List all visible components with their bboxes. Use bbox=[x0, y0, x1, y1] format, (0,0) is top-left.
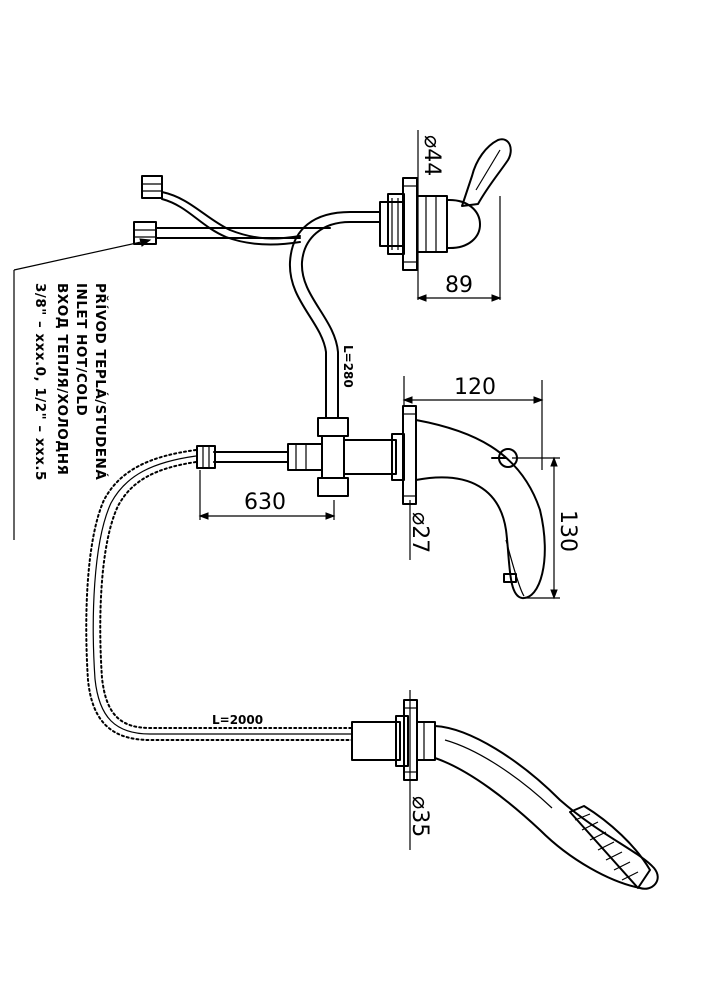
inlet-hoses bbox=[133, 175, 331, 246]
shower-head bbox=[434, 725, 659, 890]
shower-hose: L=2000 bbox=[85, 449, 353, 741]
shower-hose-length-label: L=2000 bbox=[212, 713, 263, 727]
note-line-1: PŘÍVOD TEPLÁ/STUDENÁ bbox=[92, 283, 109, 480]
spout-length-label: 120 bbox=[454, 375, 496, 400]
tee-fitting bbox=[287, 405, 417, 505]
mixer-depth-label: 89 bbox=[445, 273, 473, 298]
inlet-nut-upper bbox=[141, 175, 163, 199]
note-line-4: 3/8" – xxx.0, 1/2" – xxx.5 bbox=[32, 283, 48, 481]
inlet-nut-lower bbox=[133, 221, 157, 245]
shower-diameter-label: ⌀35 bbox=[407, 796, 432, 837]
connector-length-label: 630 bbox=[244, 490, 286, 515]
spout-diameter-label: ⌀27 bbox=[407, 512, 432, 553]
mixer-diameter-label: ⌀44 bbox=[419, 135, 444, 176]
shower-outlet bbox=[351, 699, 436, 781]
spout-height-label: 130 bbox=[555, 510, 580, 552]
shower-dimension: ⌀35 bbox=[407, 690, 432, 850]
inlet-pipe: L=280 bbox=[288, 211, 381, 419]
spray-nozzles-icon bbox=[574, 813, 639, 881]
note-line-2: INLET HOT/COLD bbox=[73, 283, 89, 416]
inlet-hose-length-label: L=280 bbox=[341, 345, 355, 388]
lever-handle bbox=[461, 138, 512, 207]
connector-dimension: 630 bbox=[198, 470, 336, 520]
mixer-dimensions: 89 ⌀44 bbox=[416, 130, 502, 302]
mixer-valve bbox=[379, 138, 512, 271]
bath-spout bbox=[415, 419, 546, 600]
note-line-3: ВХОД ТЕПЛЯ/ХОЛОДНЯ bbox=[54, 283, 70, 475]
inlet-note: PŘÍVOD TEPLÁ/STUDENÁ INLET HOT/COLD ВХОД… bbox=[13, 238, 152, 540]
spout-dimensions: 120 130 ⌀27 bbox=[402, 375, 580, 600]
connector-pipe bbox=[196, 445, 289, 469]
note-leader-arrow bbox=[13, 239, 151, 271]
